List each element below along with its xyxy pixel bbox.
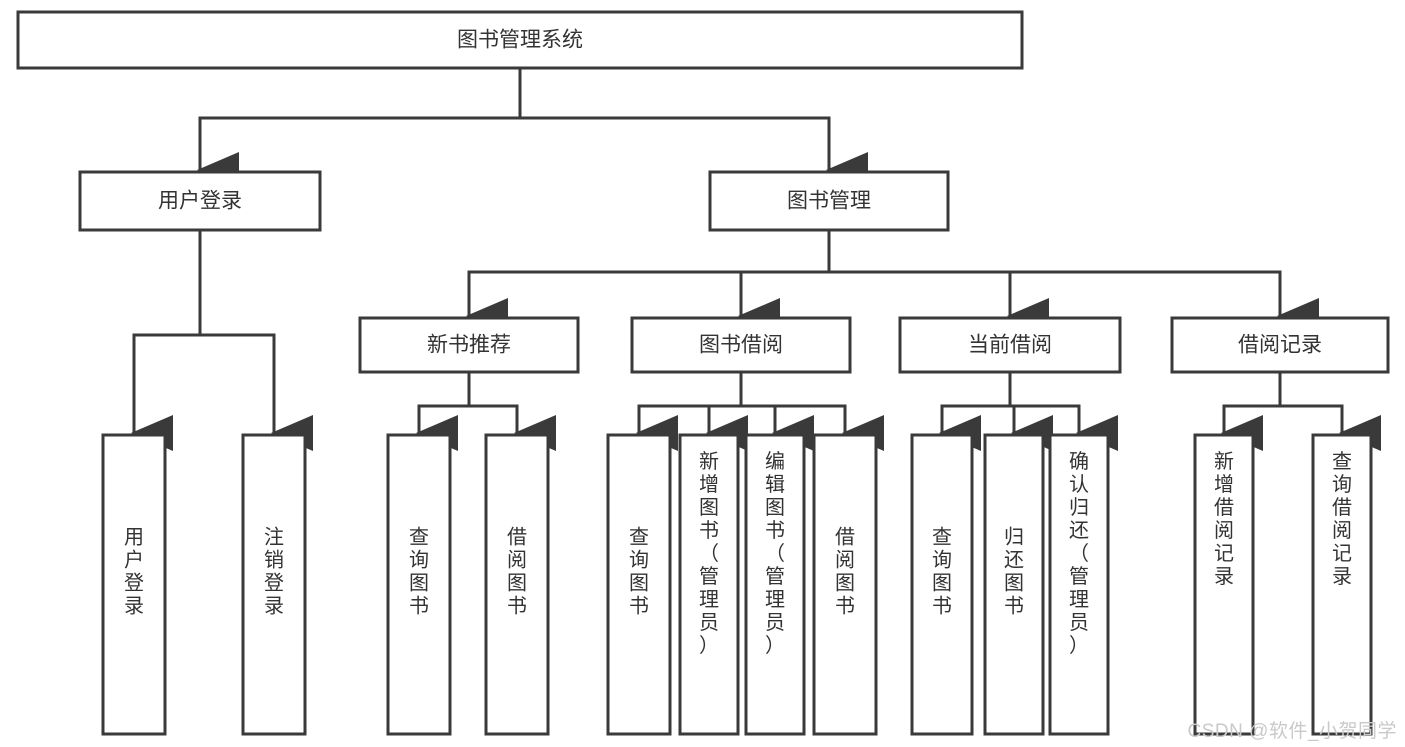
leaf-box[interactable]	[606, 433, 672, 736]
leaf-label: 归还图书	[1004, 526, 1024, 618]
leaf-node[interactable]: 查询借阅记录	[1311, 433, 1373, 736]
leaf-box[interactable]	[101, 433, 167, 736]
leaf-node[interactable]: 编辑图书（管理员）	[744, 433, 806, 736]
level2-label: 借阅记录	[1238, 334, 1322, 357]
leaf-node[interactable]: 注销登录	[241, 433, 307, 736]
leaf-box[interactable]	[1048, 433, 1110, 736]
leaf-label: 编辑图书（管理员）	[765, 450, 785, 657]
leaf-label: 用户登录	[124, 527, 144, 618]
leaf-node[interactable]: 查询图书	[386, 433, 452, 736]
leaf-label: 查询图书	[409, 526, 429, 618]
level1-label: 图书管理	[787, 190, 871, 213]
leaf-node[interactable]: 借阅图书	[812, 433, 878, 736]
leaf-label: 确认归还（管理员）	[1069, 450, 1089, 657]
leaf-box[interactable]	[484, 433, 550, 736]
leaf-box[interactable]	[812, 433, 878, 736]
root-node[interactable]: 图书管理系统	[16, 10, 1024, 70]
leaf-label: 新增图书（管理员）	[699, 450, 719, 657]
level2-box[interactable]	[898, 316, 1122, 374]
leaf-label: 新增借阅记录	[1214, 450, 1234, 588]
root-box[interactable]	[16, 10, 1024, 70]
leaf-label: 借阅图书	[835, 526, 855, 618]
leaf-node[interactable]: 借阅图书	[484, 433, 550, 736]
leaf-box[interactable]	[1311, 433, 1373, 736]
level1-node[interactable]: 用户登录	[78, 170, 322, 232]
leaf-label: 查询借阅记录	[1332, 450, 1352, 588]
level2-node[interactable]: 图书借阅	[630, 316, 852, 374]
connector-layer	[131, 66, 1381, 451]
leaf-box[interactable]	[744, 433, 806, 736]
level1-label: 用户登录	[158, 190, 242, 213]
level2-node[interactable]: 新书推荐	[358, 316, 580, 374]
leaf-node[interactable]: 新增图书（管理员）	[678, 433, 740, 736]
level2-label: 当前借阅	[968, 334, 1052, 357]
leaf-node[interactable]: 查询图书	[606, 433, 672, 736]
leaf-box[interactable]	[983, 433, 1045, 736]
leaf-node[interactable]: 确认归还（管理员）	[1048, 433, 1110, 736]
level1-box[interactable]	[708, 170, 950, 232]
level2-label: 图书借阅	[699, 334, 783, 357]
leaf-box[interactable]	[1193, 433, 1255, 736]
leaf-label: 查询图书	[932, 526, 952, 618]
level1-box[interactable]	[78, 170, 322, 232]
root-label: 图书管理系统	[457, 29, 583, 52]
leaf-box[interactable]	[678, 433, 740, 736]
leaf-node[interactable]: 新增借阅记录	[1193, 433, 1255, 736]
leaf-node[interactable]: 查询图书	[910, 433, 974, 736]
leaf-label: 注销登录	[264, 526, 284, 618]
level2-node[interactable]: 当前借阅	[898, 316, 1122, 374]
leaf-box[interactable]	[241, 433, 307, 736]
leaf-label: 查询图书	[629, 526, 649, 618]
level1-node[interactable]: 图书管理	[708, 170, 950, 232]
level2-node[interactable]: 借阅记录	[1170, 316, 1390, 374]
leaf-box[interactable]	[910, 433, 974, 736]
leaf-box[interactable]	[386, 433, 452, 736]
node-layer: 图书管理系统用户登录图书管理新书推荐图书借阅当前借阅借阅记录用户登录注销登录查询…	[16, 10, 1390, 736]
leaf-node[interactable]: 用户登录	[101, 433, 167, 736]
level2-box[interactable]	[1170, 316, 1390, 374]
leaf-label: 借阅图书	[507, 526, 527, 618]
level2-box[interactable]	[630, 316, 852, 374]
level2-box[interactable]	[358, 316, 580, 374]
leaf-node[interactable]: 归还图书	[983, 433, 1045, 736]
level2-label: 新书推荐	[427, 334, 511, 357]
csdn-watermark: CSDN @软件_小贺同学	[1187, 721, 1397, 742]
